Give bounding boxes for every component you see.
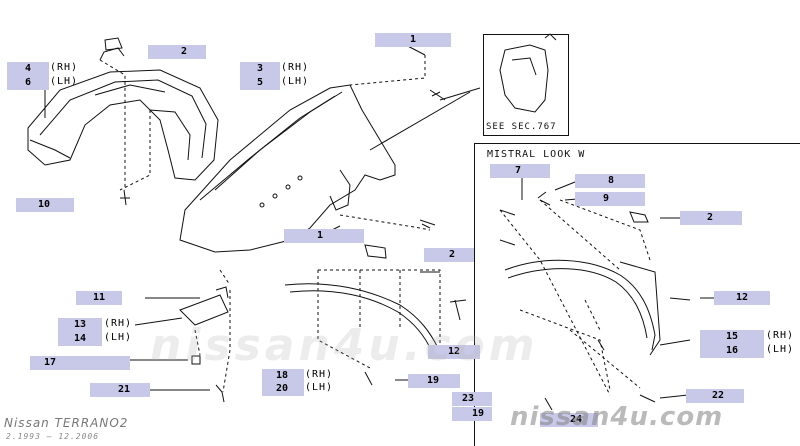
callout-box-9: [575, 192, 645, 206]
side-rh-4: (RH): [50, 62, 79, 73]
callout-box-19b: [452, 407, 492, 421]
callout-6[interactable]: 6: [24, 77, 32, 88]
see-section-box: [483, 34, 569, 136]
callout-box-12a: [428, 345, 480, 359]
callout-box-1b: [284, 229, 364, 243]
callout-box-6: [7, 76, 49, 90]
callout-box-2c: [424, 248, 474, 262]
callout-box-5: [240, 76, 280, 90]
side-rh-15: (RH): [766, 330, 795, 341]
callout-box-8: [575, 174, 645, 188]
mistral-look-frame: [474, 143, 800, 446]
callout-16[interactable]: 16: [725, 345, 739, 356]
callout-18[interactable]: 18: [275, 370, 289, 381]
callout-box-18: [262, 369, 304, 383]
callout-12a[interactable]: 12: [447, 346, 461, 357]
callout-box-7: [490, 164, 550, 178]
side-lh-5: (LH): [281, 76, 310, 87]
side-rh-3: (RH): [281, 62, 310, 73]
callout-box-4: [7, 62, 49, 76]
callout-box-3: [240, 62, 280, 76]
callout-11[interactable]: 11: [92, 292, 106, 303]
side-lh-20: (LH): [305, 382, 334, 393]
callout-2a[interactable]: 2: [180, 46, 188, 57]
footer-model: Nissan TERRANO2: [4, 416, 129, 430]
callout-4[interactable]: 4: [24, 63, 32, 74]
side-lh-14: (LH): [104, 332, 133, 343]
callout-2c[interactable]: 2: [448, 249, 456, 260]
callout-box-11: [76, 291, 122, 305]
callout-19b[interactable]: 19: [471, 408, 485, 419]
callout-box-12b: [714, 291, 770, 305]
callout-3[interactable]: 3: [256, 63, 264, 74]
callout-1a[interactable]: 1: [409, 34, 417, 45]
callout-17[interactable]: 17: [43, 357, 57, 368]
side-rh-13: (RH): [104, 318, 133, 329]
callout-23[interactable]: 23: [461, 393, 475, 404]
callout-10[interactable]: 10: [37, 199, 51, 210]
callout-1b[interactable]: 1: [316, 230, 324, 241]
side-lh-16: (LH): [766, 344, 795, 355]
callout-12b[interactable]: 12: [735, 292, 749, 303]
callout-box-20: [262, 382, 304, 396]
callout-box-15: [700, 330, 764, 344]
callout-box-21: [90, 383, 150, 397]
callout-box-1a: [375, 33, 451, 47]
callout-box-22: [686, 389, 744, 403]
callout-box-14: [58, 332, 102, 346]
callout-box-2a: [148, 45, 206, 59]
callout-box-2b: [680, 211, 742, 225]
callout-5[interactable]: 5: [256, 77, 264, 88]
callout-22[interactable]: 22: [711, 390, 725, 401]
callout-box-24: [540, 413, 598, 427]
callout-box-13: [58, 318, 102, 332]
callout-8[interactable]: 8: [607, 175, 615, 186]
mistral-look-title: MISTRAL LOOK W: [487, 149, 586, 160]
callout-13[interactable]: 13: [73, 319, 87, 330]
callout-14[interactable]: 14: [73, 333, 87, 344]
callout-box-17: [30, 356, 130, 370]
callout-box-10: [16, 198, 74, 212]
callout-2b[interactable]: 2: [706, 212, 714, 223]
arch-trim-mistral: [504, 259, 661, 356]
callout-24[interactable]: 24: [569, 414, 583, 425]
fender-liner-drawing: [27, 47, 219, 181]
watermark-center: nissan4u.com: [150, 320, 539, 371]
arch-trim-lower-left: [284, 283, 439, 353]
callout-21[interactable]: 21: [117, 384, 131, 395]
callout-box-16: [700, 344, 764, 358]
side-rh-18: (RH): [305, 369, 334, 380]
see-section-label: SEE SEC.767: [486, 122, 557, 132]
fasteners: [104, 37, 691, 411]
callout-7[interactable]: 7: [514, 165, 522, 176]
callout-box-23: [452, 392, 492, 406]
front-fender-drawing: [179, 84, 481, 253]
callout-20[interactable]: 20: [275, 383, 289, 394]
callout-box-19a: [408, 374, 460, 388]
side-lh-6: (LH): [50, 76, 79, 87]
callout-19a[interactable]: 19: [426, 375, 440, 386]
callout-15[interactable]: 15: [725, 331, 739, 342]
watermark-corner: nissan4u.com: [510, 402, 724, 432]
callout-9[interactable]: 9: [602, 193, 610, 204]
footer-dates: 2.1993 – 12.2006: [6, 432, 100, 441]
